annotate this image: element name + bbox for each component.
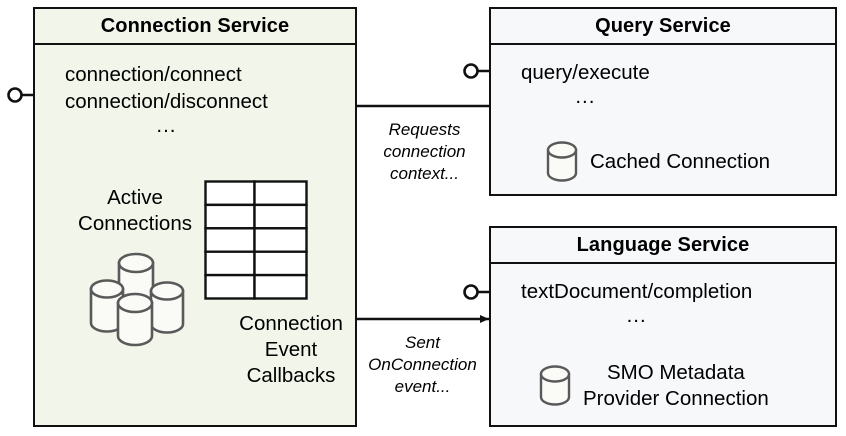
component-query-service[interactable]: Query Service query/execute ... Cached C… <box>489 7 837 196</box>
operation-connection-connect[interactable]: connection/connect <box>65 63 242 86</box>
edge-label-sent-onconnection-event: Sent OnConnection event... <box>368 333 477 396</box>
connection-service-title: Connection Service <box>100 15 290 37</box>
connection-service-ellipsis: ... <box>156 114 177 137</box>
connection-service-operations: connection/connect connection/disconnect… <box>65 61 268 137</box>
database-cluster-icon <box>89 252 185 347</box>
cached-connection-label: Cached Connection <box>590 150 771 173</box>
component-connection-service[interactable]: Connection Service connection/connect co… <box>33 7 357 427</box>
language-service-title-bar: Language Service <box>491 228 835 264</box>
language-service-body: textDocument/completion ... SMO Metadata… <box>491 264 835 425</box>
query-service-operations: query/execute ... <box>521 59 650 108</box>
database-icon <box>546 141 578 182</box>
edge-label-requests-connection-context: Requests connection context... <box>383 120 466 183</box>
connection-event-callbacks-label: Connection Event Callbacks <box>239 312 343 387</box>
query-service-resource: Cached Connection <box>546 140 770 184</box>
language-service-resource: SMO Metadata Provider Connection <box>539 360 769 412</box>
component-language-service[interactable]: Language Service textDocument/completion… <box>489 226 837 427</box>
smo-metadata-provider-connection-label: SMO Metadata Provider Connection <box>583 361 769 410</box>
operation-connection-disconnect[interactable]: connection/disconnect <box>65 90 268 113</box>
query-service-title-bar: Query Service <box>491 9 835 45</box>
language-service-ellipsis: ... <box>626 304 647 327</box>
operation-textdocument-completion[interactable]: textDocument/completion <box>521 280 753 303</box>
query-service-title: Query Service <box>595 15 731 37</box>
language-service-title: Language Service <box>576 234 750 256</box>
active-connections-label: Active Connections <box>78 186 192 235</box>
query-service-body: query/execute ... Cached Connection <box>491 45 835 194</box>
connection-event-callbacks-table-icon <box>204 180 308 300</box>
query-service-ellipsis: ... <box>575 85 596 108</box>
language-service-operations: textDocument/completion ... <box>521 278 752 327</box>
operation-query-execute[interactable]: query/execute <box>521 61 650 84</box>
database-icon <box>539 365 571 406</box>
connection-service-body: connection/connect connection/disconnect… <box>35 45 355 425</box>
connection-service-title-bar: Connection Service <box>35 9 355 45</box>
